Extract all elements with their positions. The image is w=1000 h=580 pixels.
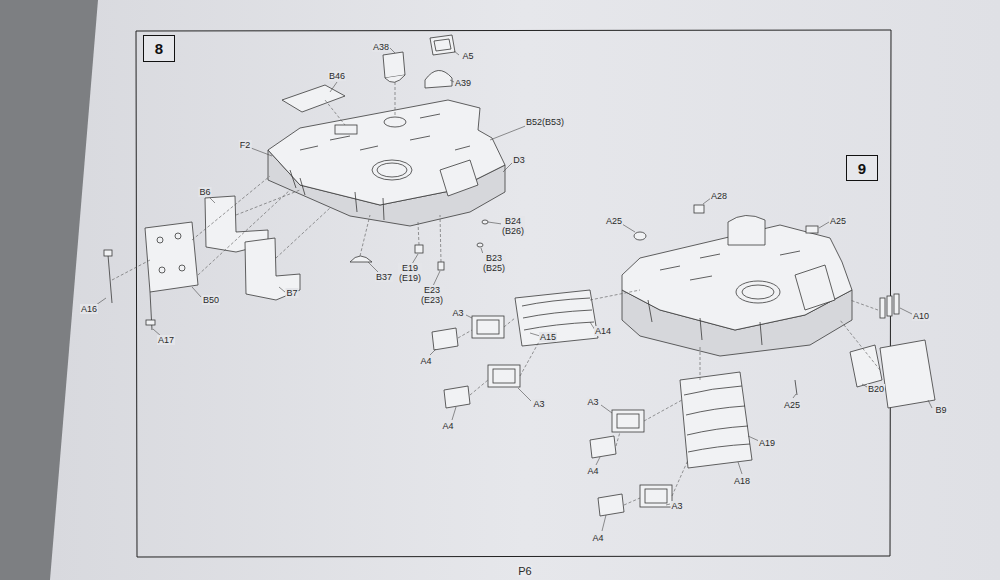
part-label: B46 — [328, 71, 346, 81]
part-label: A25 — [605, 216, 623, 226]
part-label: B7 — [285, 288, 298, 298]
part-label: A25 — [783, 400, 801, 410]
part-label: E19 (E19) — [398, 263, 422, 283]
part-label: A3 — [670, 501, 683, 511]
part-label: A14 — [594, 326, 612, 336]
part-label: B37 — [375, 272, 393, 282]
part-label: B50 — [202, 295, 220, 305]
part-label: B6 — [198, 187, 211, 197]
part-label: E23 (E23) — [420, 285, 444, 305]
part-label: B9 — [934, 405, 947, 415]
part-label: B20 — [867, 384, 885, 394]
part-label: A15 — [539, 332, 557, 342]
part-label: A38 — [372, 42, 390, 52]
leader-lines — [96, 48, 528, 336]
part-label: A39 — [454, 78, 472, 88]
part-label: A4 — [591, 533, 604, 543]
part-label: D3 — [512, 155, 526, 165]
part-label: A3 — [586, 397, 599, 407]
part-label: F2 — [239, 140, 252, 150]
part-label: A5 — [461, 51, 474, 61]
step8-parts — [104, 35, 505, 330]
step9-parts — [432, 205, 935, 516]
part-label: A10 — [912, 311, 930, 321]
part-label: B52(B53) — [525, 117, 565, 127]
part-label: A18 — [733, 476, 751, 486]
step-number-box: 9 — [846, 155, 878, 181]
part-label: A17 — [157, 335, 175, 345]
part-label: A4 — [441, 421, 454, 431]
part-label: A28 — [710, 191, 728, 201]
part-label: A3 — [451, 308, 464, 318]
part-label: A3 — [532, 399, 545, 409]
part-label: B23 (B25) — [482, 253, 506, 273]
part-label: A19 — [758, 438, 776, 448]
assembly-lines — [458, 290, 880, 505]
part-label: A16 — [80, 304, 98, 314]
step-number: 8 — [155, 40, 163, 57]
page-number: P6 — [517, 565, 532, 577]
part-label: A25 — [829, 216, 847, 226]
part-label: A4 — [419, 356, 432, 366]
assembly-lines — [112, 82, 441, 280]
step-number-box: 8 — [143, 35, 175, 62]
page-frame — [136, 30, 891, 557]
leader-lines — [430, 198, 932, 531]
step-number: 9 — [858, 160, 866, 177]
part-label: A4 — [586, 466, 599, 476]
part-label: B24 (B26) — [501, 216, 525, 236]
paper-sheet — [50, 0, 1000, 580]
